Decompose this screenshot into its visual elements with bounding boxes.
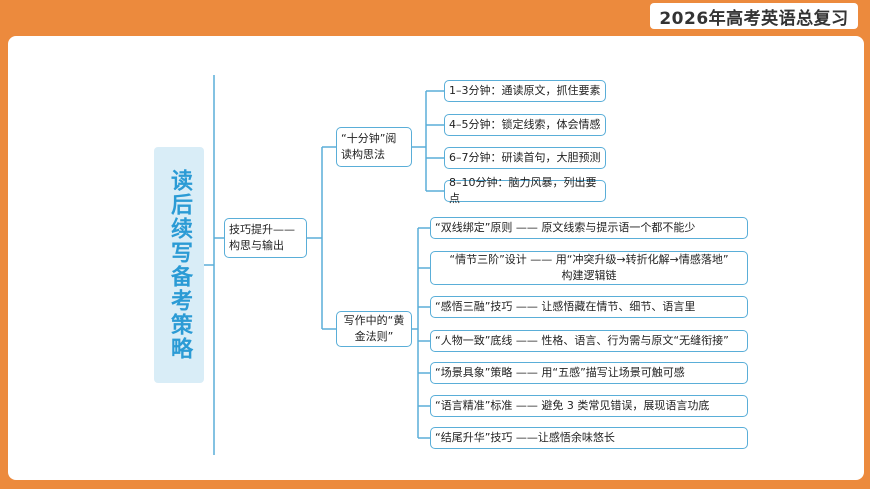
- rule-label: “场景具象”策略 —— 用“五感”描写让场景可触可感: [435, 366, 685, 379]
- step-label: 4–5分钟：锁定线索，体会情感: [449, 118, 601, 131]
- rule-node: “双线绑定”原则 —— 原文线索与提示语一个都不能少: [430, 217, 748, 239]
- rule-node: “语言精准”标准 —— 避免 3 类常见错误，展现语言功底: [430, 395, 748, 417]
- step-label: 6–7分钟：研读首句，大胆预测: [449, 151, 601, 164]
- rule-label: “情节三阶”设计 —— 用“冲突升级→转折化解→情感落地”: [449, 253, 729, 266]
- step-label: 8–10分钟：脑力风暴，列出要点: [449, 176, 597, 205]
- step-node: 8–10分钟：脑力风暴，列出要点: [444, 176, 606, 205]
- rule-node: “人物一致”底线 —— 性格、语言、行为需与原文“无缝衔接”: [430, 330, 748, 352]
- rule-node: “感悟三融”技巧 —— 让感悟藏在情节、细节、语言里: [430, 296, 748, 318]
- rule-label: “结尾升华”技巧 ——让感悟余味悠长: [435, 431, 615, 444]
- level1-label: 技巧提升——构思与输出: [229, 223, 295, 252]
- rule-label: “语言精准”标准 —— 避免 3 类常见错误，展现语言功底: [435, 399, 710, 412]
- course-title-badge: 2026年高考英语总复习: [650, 3, 858, 29]
- level1-node: 技巧提升——构思与输出: [224, 218, 307, 258]
- ten-minute-method-label: “十分钟”阅读构思法: [341, 132, 397, 161]
- rule-node: “情节三阶”设计 —— 用“冲突升级→转折化解→情感落地” 构建逻辑链: [430, 251, 748, 285]
- golden-rules-label: 写作中的“黄金法则”: [343, 314, 405, 343]
- rule-label-continued: 构建逻辑链: [561, 269, 617, 282]
- step-node: 4–5分钟：锁定线索，体会情感: [444, 114, 606, 136]
- rule-label: “双线绑定”原则 —— 原文线索与提示语一个都不能少: [435, 221, 696, 234]
- strategy-title-box: 读后续写备考策略: [154, 147, 204, 383]
- step-node: 6–7分钟：研读首句，大胆预测: [444, 147, 606, 169]
- ten-minute-method-node: “十分钟”阅读构思法: [336, 127, 412, 167]
- step-label: 1–3分钟：通读原文，抓住要素: [449, 84, 601, 97]
- rule-label: “感悟三融”技巧 —— 让感悟藏在情节、细节、语言里: [435, 300, 696, 313]
- golden-rules-node: 写作中的“黄金法则”: [336, 311, 412, 347]
- strategy-title: 读后续写备考策略: [167, 169, 192, 361]
- step-node: 1–3分钟：通读原文，抓住要素: [444, 80, 606, 102]
- rule-label: “人物一致”底线 —— 性格、语言、行为需与原文“无缝衔接”: [435, 334, 729, 347]
- rule-node: “结尾升华”技巧 ——让感悟余味悠长: [430, 427, 748, 449]
- rule-node: “场景具象”策略 —— 用“五感”描写让场景可触可感: [430, 362, 748, 384]
